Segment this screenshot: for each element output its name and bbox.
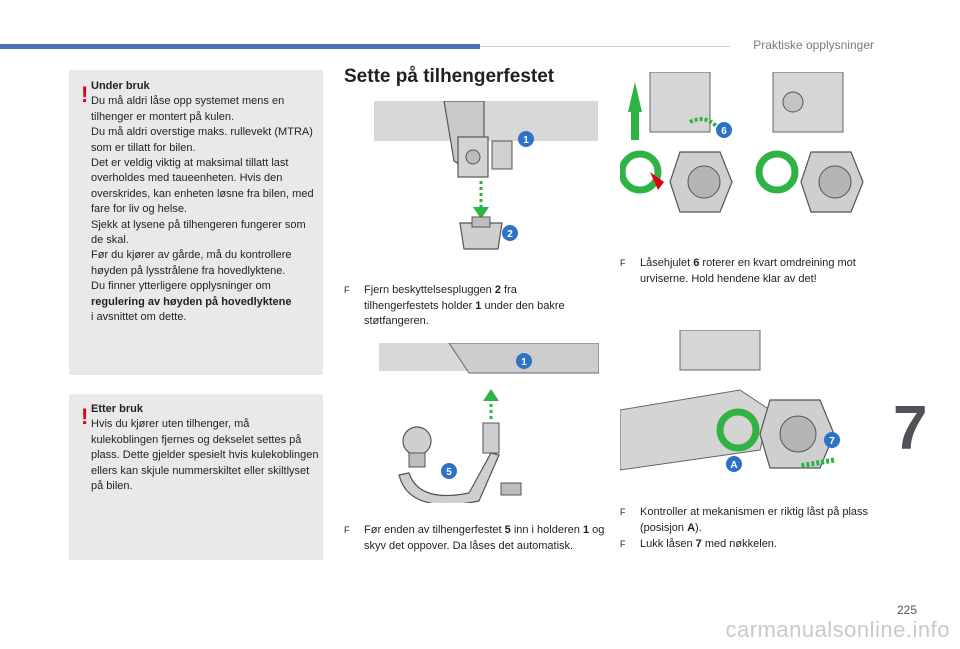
step-text: med nøkkelen. xyxy=(701,538,777,550)
warning-icon: ! xyxy=(81,404,89,429)
bullet-icon: F xyxy=(620,258,626,268)
illustration-lock-wheel-rotating: 6 xyxy=(620,72,740,230)
step-ref: 6 xyxy=(693,257,700,269)
step-text: Lukk låsen xyxy=(640,538,696,550)
bullet-icon: F xyxy=(344,285,350,295)
page-number: 225 xyxy=(896,603,917,617)
warning-reference: regulering av høyden på hovedlyktene xyxy=(91,295,292,308)
callout-A: A xyxy=(730,460,737,471)
callout-1: 1 xyxy=(521,357,527,368)
step-text: og skyv det oppover. Da låses det automa… xyxy=(364,524,605,552)
illustration-lock-wheel-locked xyxy=(753,72,873,230)
callout-2: 2 xyxy=(507,229,513,240)
step-text: ). xyxy=(695,521,702,534)
warning-paragraph: Hvis du kjører uten tilhenger, må kuleko… xyxy=(91,418,319,493)
step-ref: 5 xyxy=(504,524,511,536)
header-bar xyxy=(0,44,480,49)
illustration-lock-with-key: 7 A xyxy=(620,330,870,490)
warning-paragraph: Sjekk at lysene på tilhengeren fungerer … xyxy=(91,218,306,247)
warning-icon: ! xyxy=(81,82,89,107)
step-text: Fjern beskyttelsespluggen xyxy=(364,284,495,296)
step-ref: 1 xyxy=(475,299,482,312)
callout-6: 6 xyxy=(721,126,727,137)
step-ref: 7 xyxy=(695,538,702,550)
callout-7: 7 xyxy=(829,436,835,447)
warning-paragraph: Før du kjører av gårde, må du kontroller… xyxy=(91,249,292,277)
step-text: roterer en kvart omdreining mot urvisern… xyxy=(640,257,856,285)
bullet-icon: F xyxy=(620,539,626,549)
warning-title: Under bruk xyxy=(91,80,150,92)
section-title: Praktiske opplysninger xyxy=(753,38,874,52)
bullet-icon: F xyxy=(620,507,626,517)
step-text: under den bakre støtfangeren. xyxy=(364,299,565,328)
step-ref: A xyxy=(687,521,696,534)
warning-box-after-use: ! Etter bruk Hvis du kjører uten tilheng… xyxy=(69,394,323,560)
step-text: Før enden av tilhengerfestet xyxy=(364,524,505,536)
header-rule xyxy=(480,46,730,47)
warning-paragraph: Du må aldri overstige maks. rullevekt (M… xyxy=(91,126,313,154)
warning-paragraph: Du må aldri låse opp systemet mens en ti… xyxy=(91,95,285,123)
step-ref: 1 xyxy=(582,524,590,536)
warning-text: Under bruk Du må aldri låse opp systemet… xyxy=(91,79,319,326)
step-text: fra tilhengerfestets holder xyxy=(364,284,517,312)
warning-paragraph: Det er veldig viktig at maksimal tillatt… xyxy=(91,157,314,216)
illustration-remove-plug: 1 2 xyxy=(374,101,598,259)
warning-box-during-use: ! Under bruk Du må aldri låse opp system… xyxy=(69,70,323,375)
step-text: inn i holderen xyxy=(510,524,583,536)
callout-5: 5 xyxy=(446,467,452,478)
warning-paragraph: i avsnittet om dette. xyxy=(91,311,187,324)
step-text: Kontroller at mekanismen er riktig låst … xyxy=(640,506,869,534)
callout-1: 1 xyxy=(523,135,529,146)
page-heading: Sette på tilhengerfestet xyxy=(344,66,555,87)
bullet-icon: F xyxy=(344,525,350,535)
chapter-tab xyxy=(886,387,960,477)
step-text: Låsehjulet xyxy=(640,257,694,269)
watermark: carmanualsonline.info xyxy=(725,617,950,642)
warning-paragraph: Du finner ytterligere opplysninger om xyxy=(91,280,271,293)
illustration-insert-towbar: 1 5 xyxy=(379,343,599,503)
chapter-number: 7 xyxy=(893,394,928,463)
warning-title: Etter bruk xyxy=(91,403,143,415)
step-ref: 2 xyxy=(494,284,501,296)
warning-text: Etter bruk Hvis du kjører uten tilhenger… xyxy=(91,402,319,494)
